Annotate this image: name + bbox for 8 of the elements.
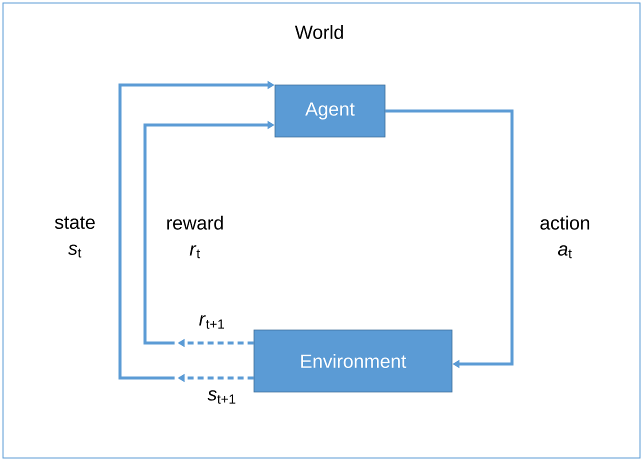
arrow xyxy=(385,110,514,368)
signal-label: r$_{t+1}$ xyxy=(199,315,224,329)
process-box: Environment xyxy=(254,330,452,392)
process-box: Agent xyxy=(274,84,386,138)
edge-label: action a$_{t}$ xyxy=(540,216,590,258)
edge-label: state s$_{t}$ xyxy=(54,216,95,258)
edge-label: reward r$_{t}$ xyxy=(167,216,223,258)
signal-label: s$_{t+1}$ xyxy=(208,390,236,404)
